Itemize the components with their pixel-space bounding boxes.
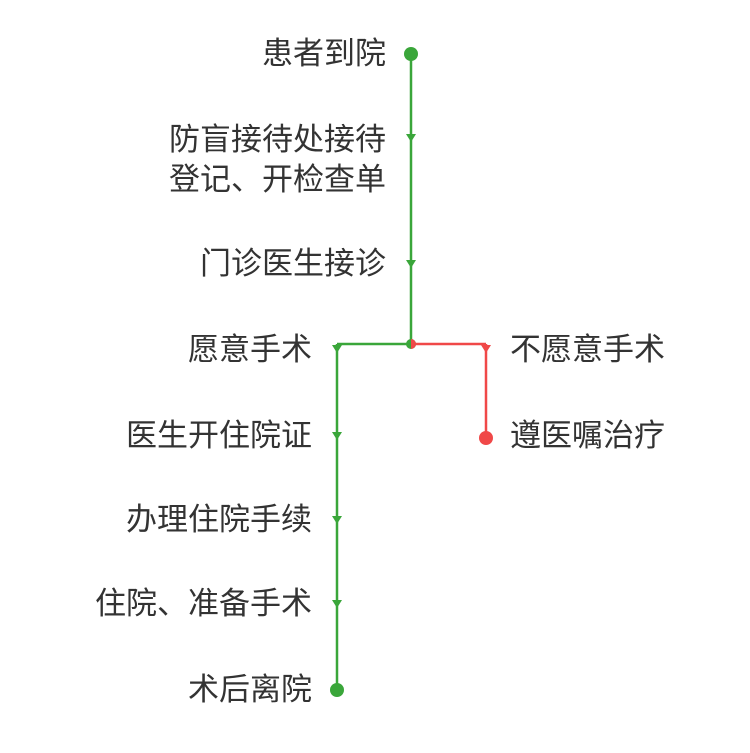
step-reception: 防盲接待处接待 登记、开检查单 (169, 120, 386, 200)
arrow-to-reception (406, 134, 416, 142)
step-reception-line1: 防盲接待处接待 (169, 122, 386, 158)
arrow-to-willing (332, 345, 342, 353)
step-discharge: 术后离院 (188, 672, 312, 708)
arrow-to-admission-cert (332, 432, 342, 440)
step-admission-cert: 医生开住院证 (126, 418, 312, 454)
step-prepare: 住院、准备手术 (95, 586, 312, 622)
step-follow-advice: 遵医嘱治疗 (510, 418, 665, 454)
step-reception-line2: 登记、开检查单 (169, 162, 386, 198)
step-unwilling: 不愿意手术 (510, 332, 665, 368)
decision-node-red-half (411, 339, 416, 349)
step-procedures: 办理住院手续 (126, 502, 312, 538)
arrow-to-procedures (332, 516, 342, 524)
step-willing: 愿意手术 (188, 332, 312, 368)
arrow-to-unwilling (481, 345, 491, 353)
start-node (404, 47, 418, 61)
step-doctor: 门诊医生接诊 (200, 246, 386, 282)
end-node (330, 683, 344, 697)
advice-end-node (479, 431, 493, 445)
arrow-to-prepare (332, 600, 342, 608)
arrow-to-doctor (406, 260, 416, 268)
step-arrive: 患者到院 (262, 36, 386, 72)
